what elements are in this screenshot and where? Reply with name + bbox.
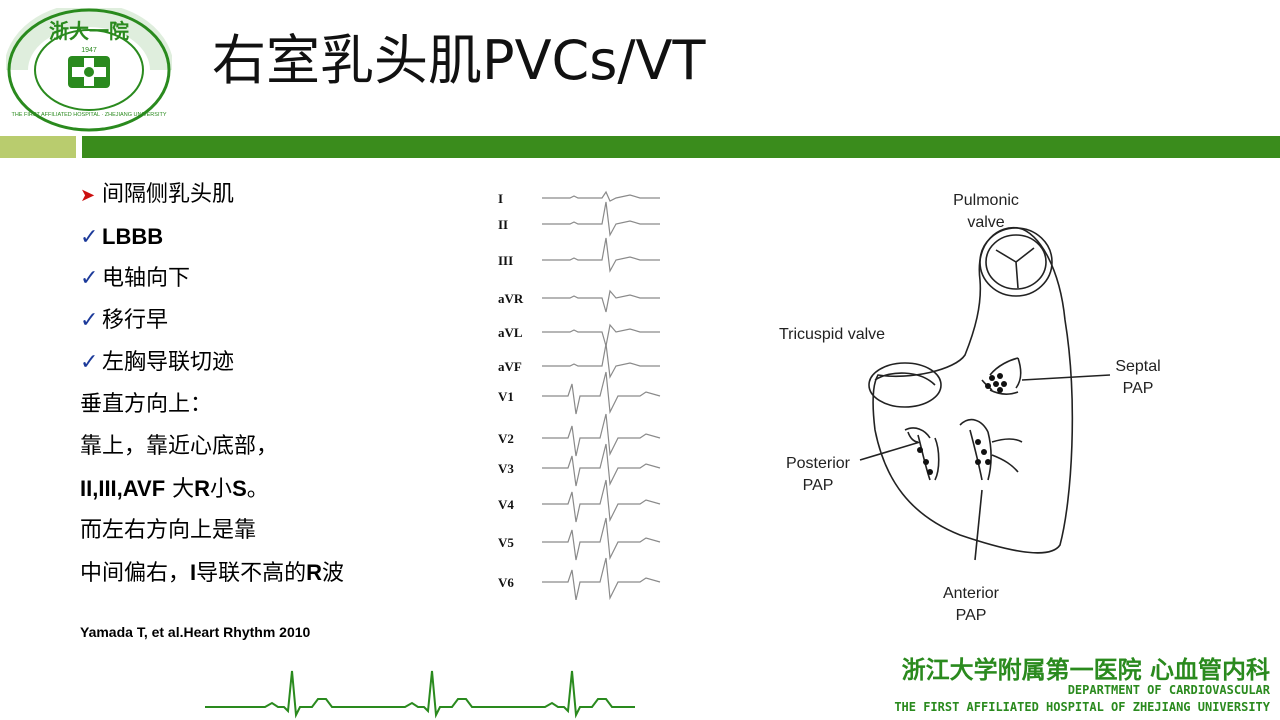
ecg-lead-label: aVR <box>498 291 524 306</box>
ecg-lead-label: aVL <box>498 325 523 340</box>
page-title: 右室乳头肌PVCs/VT <box>212 29 706 92</box>
ecg-trace <box>542 289 660 313</box>
ecg-trace <box>542 443 661 487</box>
footer-department: DEPARTMENT OF CARDIOVASCULAR <box>1067 683 1270 697</box>
footer-hospital-name: 浙江大学附属第一医院 心血管内科 <box>901 656 1270 684</box>
text-left-right: 而左右方向上是靠 <box>80 518 257 543</box>
ecg-lead-label: V4 <box>498 497 514 512</box>
ecg-trace <box>542 201 660 237</box>
ecg-lead-label: V6 <box>498 575 514 590</box>
rv-papillary-muscle-diagram: Pulmonic valve Tricuspid valve Septal PA… <box>779 192 1161 624</box>
ecg-lead-label: II <box>498 217 508 232</box>
label-anterior-1: Anterior <box>943 585 1000 602</box>
bullet-septal-pap: ➤间隔侧乳头肌 <box>80 180 234 211</box>
ecg-trace <box>542 557 661 600</box>
ecg-trace <box>542 413 661 457</box>
bullet-axis-down: ✓电轴向下 <box>80 264 190 294</box>
bullet-left-chest-notch: ✓左胸导联切迹 <box>80 348 234 378</box>
label-pulmonic-1: Pulmonic <box>953 192 1019 209</box>
ecg-trace <box>542 343 660 379</box>
ecg-trace <box>542 371 661 415</box>
text-vertical-direction: 垂直方向上： <box>80 392 213 417</box>
ecg-lead-label: I <box>498 191 503 206</box>
bullet-early-transition: ✓移行早 <box>80 306 168 336</box>
check-icon: ✓ <box>80 225 99 250</box>
bullet-lbbb: ✓LBBB <box>80 222 163 253</box>
ecg-lead-label: III <box>498 253 513 268</box>
header-bar-accent <box>0 136 76 158</box>
hospital-logo: 浙大一院 1947 THE FIRST AFFILIATED HOSPITAL … <box>6 8 172 132</box>
ecg-lead-label: aVF <box>498 359 522 374</box>
check-icon: ✓ <box>80 308 99 333</box>
ecg-strip-decoration <box>205 670 635 719</box>
ecg-trace <box>542 323 660 347</box>
check-icon: ✓ <box>80 350 99 375</box>
ecg-trace <box>542 517 661 561</box>
label-posterior-2: PAP <box>803 477 834 494</box>
label-septal-2: PAP <box>1123 380 1154 397</box>
label-septal-1: Septal <box>1115 358 1160 375</box>
ecg-lead-label: V2 <box>498 431 514 446</box>
logo-ring-text: THE FIRST AFFILIATED HOSPITAL · ZHEJIANG… <box>11 112 166 118</box>
text-upper-base: 靠上，靠近心底部， <box>80 434 279 459</box>
ecg-trace <box>542 237 660 273</box>
check-icon: ✓ <box>80 266 99 291</box>
ecg-lead-label: V1 <box>498 389 514 404</box>
logo-year: 1947 <box>81 47 97 54</box>
citation: Yamada T, et al.Heart Rhythm 2010 <box>80 624 311 640</box>
ecg-lead-label: V3 <box>498 461 514 476</box>
header-bar <box>82 136 1280 158</box>
label-pulmonic-2: valve <box>967 214 1004 231</box>
label-posterior-1: Posterior <box>786 455 851 472</box>
ecg-trace <box>542 190 660 202</box>
label-anterior-2: PAP <box>956 607 987 624</box>
footer-university: THE FIRST AFFILIATED HOSPITAL OF ZHEJIAN… <box>894 700 1270 714</box>
ecg-trace <box>542 479 661 523</box>
arrow-bullet-icon: ➤ <box>80 185 96 206</box>
logo-top-text: 浙大一院 <box>49 19 129 43</box>
label-tricuspid: Tricuspid valve <box>779 326 885 343</box>
text-inferior-leads: II,III,AVF 大R小S。 <box>80 476 269 502</box>
text-lead-i: 中间偏右，I导联不高的R波 <box>80 560 345 586</box>
ecg-lead-label: V5 <box>498 535 514 550</box>
